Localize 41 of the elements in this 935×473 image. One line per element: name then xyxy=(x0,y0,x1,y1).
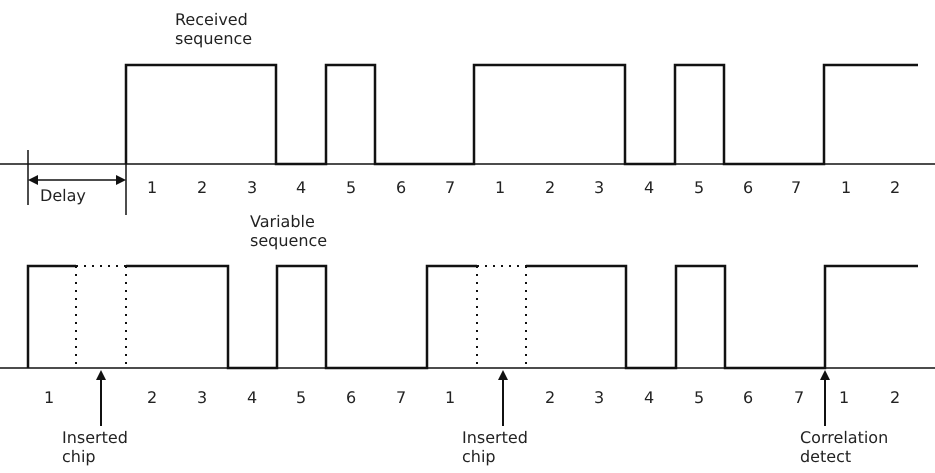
chip-number: 1 xyxy=(841,178,852,197)
chip-number: 2 xyxy=(890,388,900,407)
chip-number: 5 xyxy=(296,388,306,407)
chip-number: 2 xyxy=(545,388,556,407)
chip-number: 6 xyxy=(743,388,754,407)
chip-number: 4 xyxy=(296,178,306,197)
chip-number: 6 xyxy=(396,178,406,197)
annotation-label: Correlation detect xyxy=(800,428,900,466)
chip-number: 5 xyxy=(694,178,704,197)
chip-number: 7 xyxy=(445,178,456,197)
chip-number: 5 xyxy=(694,388,704,407)
chip-number: 6 xyxy=(346,388,356,407)
chip-number: 2 xyxy=(545,178,556,197)
chip-number: 4 xyxy=(644,178,654,197)
chip-number: 7 xyxy=(396,388,406,407)
chip-number: 1 xyxy=(445,388,456,407)
arrow xyxy=(96,370,106,426)
chip-number: 5 xyxy=(346,178,356,197)
chip-number: 1 xyxy=(495,178,506,197)
arrow xyxy=(498,370,508,426)
caption: Received sequence xyxy=(175,10,254,48)
chip-number: 2 xyxy=(890,178,900,197)
annotation-label: Inserted chip xyxy=(62,428,152,466)
chip-number: 3 xyxy=(594,388,604,407)
chip-number: 1 xyxy=(147,178,158,197)
chip-number: 6 xyxy=(743,178,754,197)
chip-number: 3 xyxy=(594,178,604,197)
chip-number: 4 xyxy=(247,388,258,407)
chip-number: 1 xyxy=(44,388,54,407)
chip-number: 3 xyxy=(197,388,208,407)
chip-number: 4 xyxy=(644,388,654,407)
chip-number: 2 xyxy=(197,178,208,197)
dimension-label: Delay xyxy=(40,186,86,205)
chip-number: 7 xyxy=(794,388,804,407)
arrow xyxy=(820,370,830,426)
chip-number: 7 xyxy=(791,178,802,197)
annotation-label: Inserted chip xyxy=(462,428,552,466)
chip-number: 3 xyxy=(247,178,258,197)
caption: Variable sequence xyxy=(250,212,328,250)
chip-number: 2 xyxy=(147,388,158,407)
chip-number: 1 xyxy=(839,388,850,407)
